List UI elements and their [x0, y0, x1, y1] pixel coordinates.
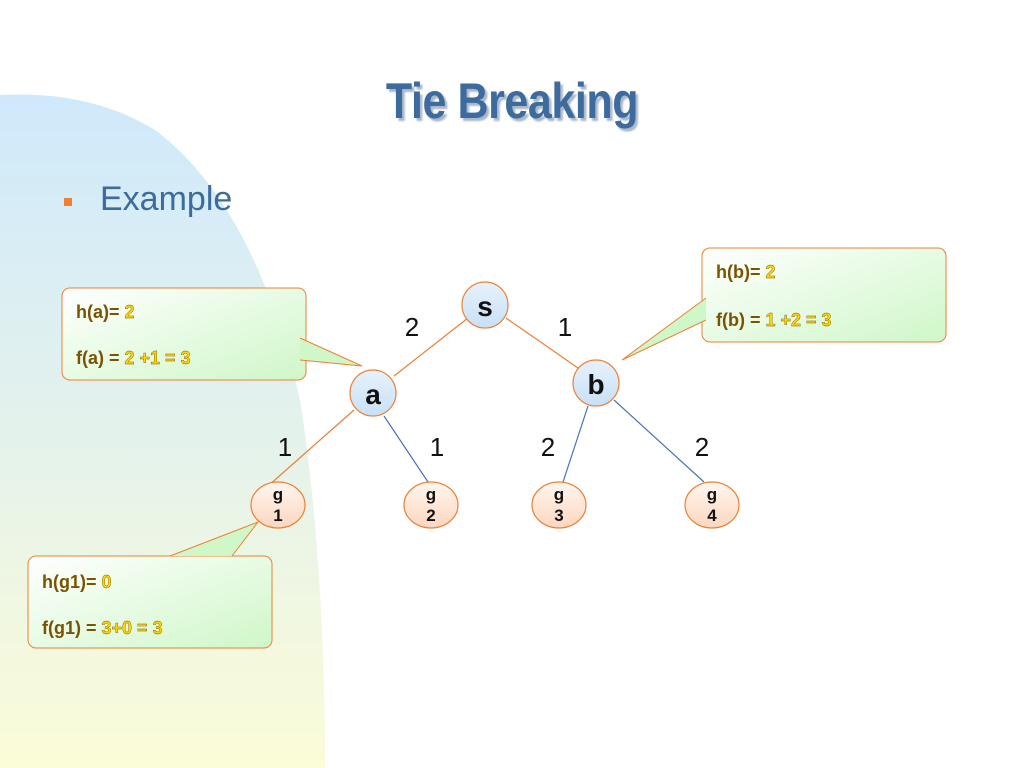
- node-g3-number: 3: [554, 506, 563, 525]
- node-g4: g 4: [684, 481, 740, 529]
- node-g3-letter: g: [554, 485, 564, 504]
- callout-g1-box: [27, 555, 273, 649]
- edge-cost-b-g4: 2: [695, 432, 709, 462]
- edge-s-a: [393, 317, 469, 377]
- node-a: a: [349, 369, 397, 417]
- edge-b-g4: [613, 399, 705, 483]
- node-g2-letter: g: [426, 485, 436, 504]
- edge-cost-s-a: 2: [405, 312, 419, 342]
- node-g1: g 1: [250, 481, 306, 529]
- edge-s-b: [505, 317, 579, 369]
- callout-a-pointer: [299, 337, 363, 367]
- edge-cost-s-b: 1: [558, 312, 572, 342]
- callout-g1-line2: f(g1) = 3+0 = 3: [42, 618, 163, 638]
- bullet-item: Example: [64, 180, 232, 219]
- callout-g1-pointer: [169, 520, 260, 557]
- edge-cost-b-g3: 2: [541, 432, 555, 462]
- callout-a-line2: f(a) = 2 +1 = 3: [76, 348, 191, 368]
- callout-a-box: [61, 287, 307, 381]
- node-s-label: s: [477, 291, 493, 322]
- callout-b-line2: f(b) = 1 +2 = 3: [716, 310, 832, 330]
- callout-b-line1: h(b)= 2: [716, 262, 776, 282]
- callout-b-box: [701, 247, 947, 343]
- node-a-label: a: [365, 379, 381, 410]
- bullet-square-icon: [64, 197, 72, 206]
- edge-a-g1: [267, 409, 355, 487]
- node-b: b: [572, 359, 620, 407]
- node-g3: g 3: [531, 481, 587, 529]
- callout-a-line1: h(a)= 2: [76, 302, 135, 322]
- callout-h-b: h(b)= 2 f(b) = 1 +2 = 3: [621, 247, 947, 361]
- node-g2-number: 2: [426, 506, 435, 525]
- node-g2: g 2: [403, 481, 459, 529]
- callout-g1-line1: h(g1)= 0: [42, 572, 112, 592]
- edge-cost-a-g2: 1: [430, 432, 444, 462]
- callout-b-pointer: [621, 297, 707, 361]
- edge-b-g3: [562, 405, 589, 483]
- callout-h-a: h(a)= 2 f(a) = 2 +1 = 3: [61, 287, 363, 381]
- edge-cost-a-g1: 1: [278, 432, 292, 462]
- bullet-text: Example: [100, 180, 233, 218]
- node-b-label: b: [587, 369, 604, 400]
- node-g4-letter: g: [707, 485, 717, 504]
- edge-a-g2: [383, 415, 429, 483]
- node-s: s: [461, 281, 509, 329]
- callout-h-g1: h(g1)= 0 f(g1) = 3+0 = 3: [27, 520, 273, 649]
- slide-title: Tie Breaking: [385, 73, 639, 129]
- node-g4-number: 4: [707, 506, 717, 525]
- node-g1-number: 1: [273, 506, 282, 525]
- node-g1-letter: g: [273, 485, 283, 504]
